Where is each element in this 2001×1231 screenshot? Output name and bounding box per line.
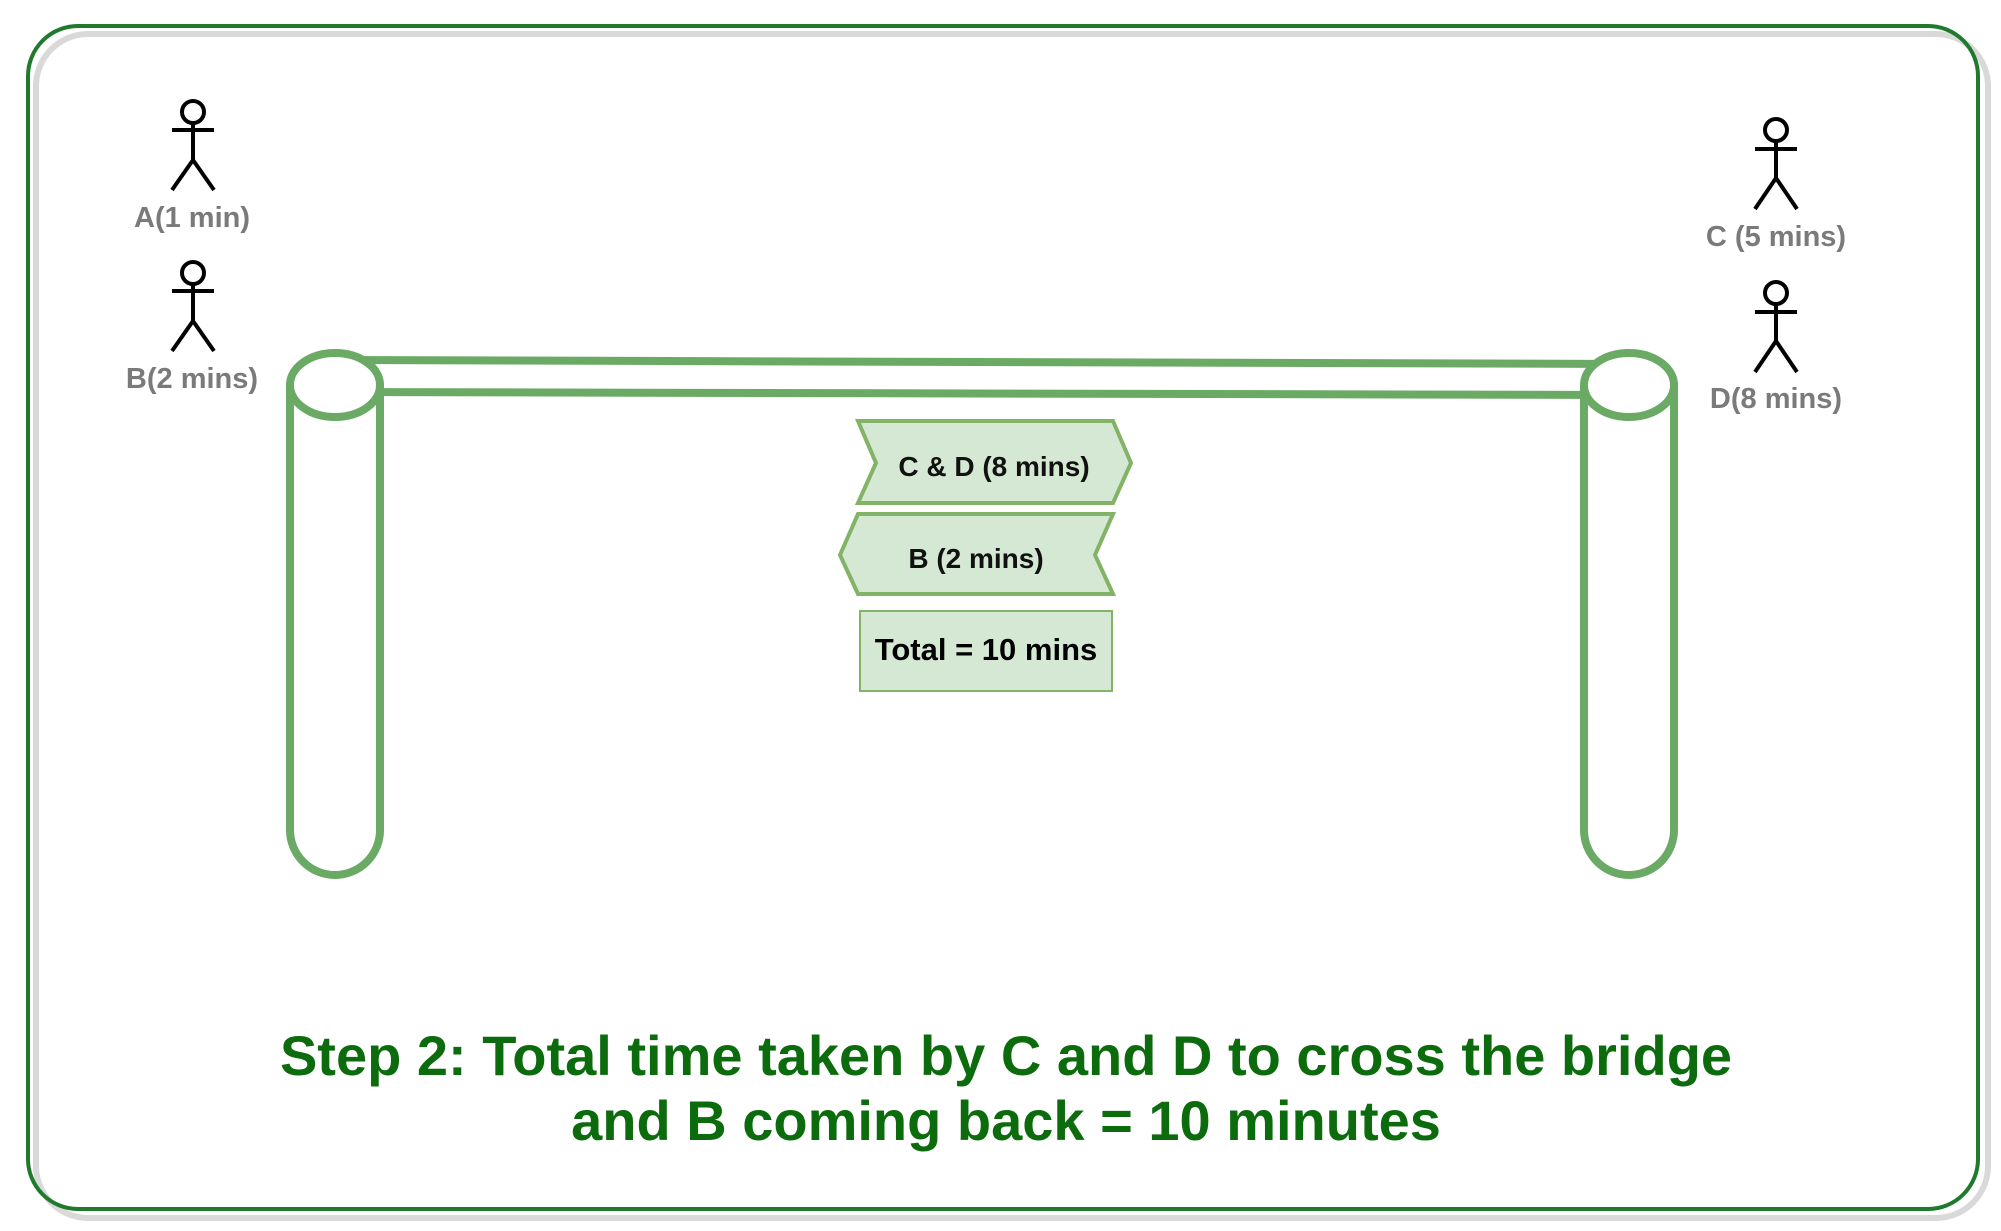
step-back-arrow <box>837 512 1117 596</box>
person-c-icon <box>1753 117 1799 211</box>
person-d-icon <box>1753 280 1799 374</box>
step-forward-arrow <box>854 419 1134 505</box>
person-a-label: A(1 min) <box>134 202 250 234</box>
diagram-frame <box>26 24 1980 1211</box>
total-box <box>859 610 1113 692</box>
person-c-label: C (5 mins) <box>1706 221 1846 253</box>
step-back-label: B (2 mins) <box>908 543 1043 574</box>
frame-shadow <box>33 31 1991 1221</box>
person-a-icon <box>170 99 216 192</box>
total-label: Total = 10 mins <box>875 632 1098 667</box>
right-pillar <box>1580 349 1678 879</box>
person-b-label: B(2 mins) <box>126 363 258 395</box>
person-b-icon <box>170 260 216 353</box>
caption-line-2: and B coming back = 10 minutes <box>571 1089 1441 1152</box>
left-pillar <box>286 349 384 879</box>
bridge-deck <box>331 356 1634 399</box>
person-d-label: D(8 mins) <box>1710 383 1842 415</box>
caption-line-1: Step 2: Total time taken by C and D to c… <box>280 1024 1732 1087</box>
step-forward-label: C & D (8 mins) <box>898 451 1089 482</box>
